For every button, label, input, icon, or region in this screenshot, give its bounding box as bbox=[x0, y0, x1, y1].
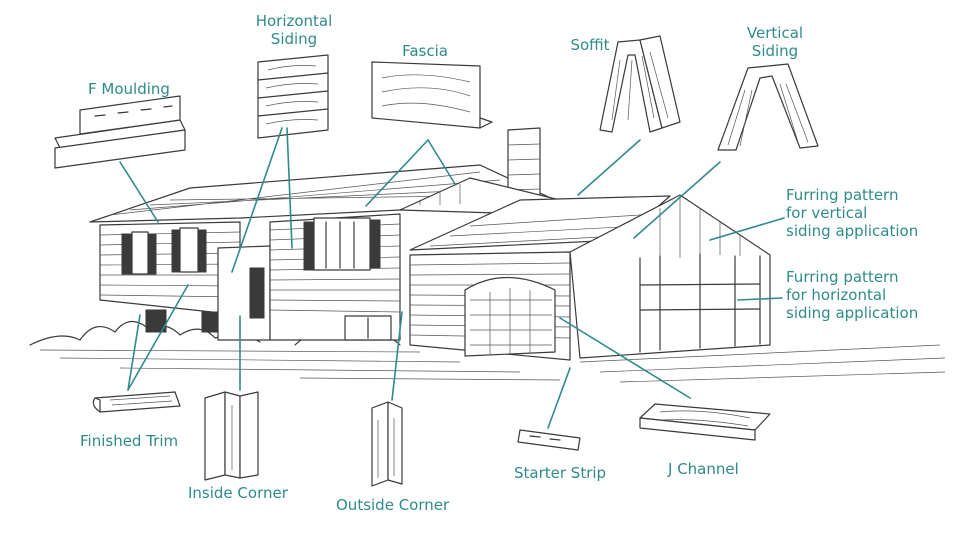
label-vertical-siding: Vertical Siding bbox=[746, 24, 804, 60]
fascia-product bbox=[371, 61, 493, 129]
soffit-product bbox=[599, 35, 681, 133]
j-channel-product bbox=[639, 403, 771, 441]
label-j-channel: J Channel bbox=[668, 460, 739, 478]
horizontal-siding-product bbox=[257, 54, 329, 139]
label-soffit: Soffit bbox=[570, 36, 610, 54]
label-horizontal-siding: Horizontal Siding bbox=[255, 12, 333, 48]
finished-trim-product bbox=[92, 391, 181, 413]
label-furring-vertical: Furring pattern for vertical siding appl… bbox=[786, 186, 919, 240]
vertical-siding-product bbox=[717, 63, 819, 151]
main-house bbox=[89, 127, 561, 341]
label-starter-strip: Starter Strip bbox=[514, 464, 607, 482]
f-moulding-product bbox=[54, 95, 186, 169]
inside-corner-product bbox=[204, 391, 259, 481]
label-inside-corner: Inside Corner bbox=[188, 484, 288, 502]
label-finished-trim: Finished Trim bbox=[80, 432, 179, 450]
starter-strip-product bbox=[517, 429, 581, 451]
leader-lines bbox=[119, 127, 785, 429]
label-f-moulding: F Moulding bbox=[88, 80, 170, 98]
label-fascia: Fascia bbox=[402, 42, 448, 60]
label-furring-horizontal: Furring pattern for horizontal siding ap… bbox=[786, 268, 919, 322]
label-outside-corner: Outside Corner bbox=[336, 496, 450, 514]
outside-corner-product bbox=[371, 401, 403, 487]
garage bbox=[409, 194, 771, 361]
